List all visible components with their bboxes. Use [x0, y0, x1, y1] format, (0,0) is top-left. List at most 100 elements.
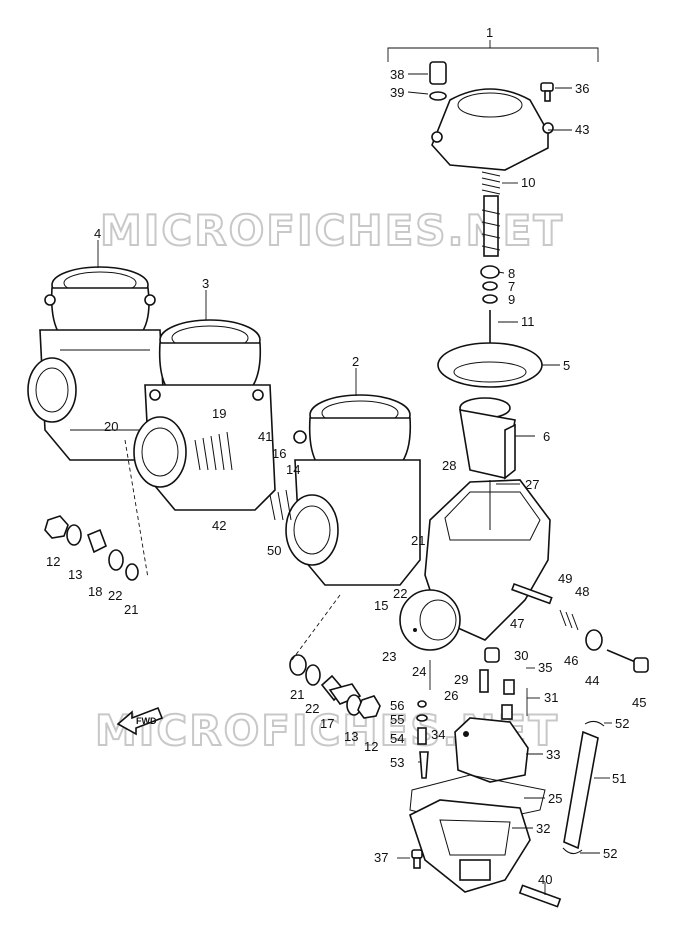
gasket-25 — [409, 774, 546, 826]
washer-22-center — [305, 664, 321, 686]
carburetor-3 — [133, 319, 276, 511]
washer-13-left — [66, 524, 82, 546]
screw-47 — [511, 582, 579, 631]
callout-26: 26 — [444, 688, 458, 703]
callout-41: 41 — [258, 429, 272, 444]
callout-3: 3 — [202, 276, 209, 291]
callout-51: 51 — [612, 771, 626, 786]
callout-13-center: 13 — [344, 729, 358, 744]
clamp-52 — [562, 720, 605, 854]
callout-36: 36 — [575, 81, 589, 96]
spring-19 — [194, 431, 233, 471]
callout-54: 54 — [390, 731, 404, 746]
nut-12-center — [357, 695, 381, 719]
callout-28: 28 — [442, 458, 456, 473]
callout-32: 32 — [536, 821, 550, 836]
callout-22-center: 22 — [305, 701, 319, 716]
fwd-arrow-icon: FWD — [116, 706, 164, 736]
callout-21-right: 21 — [411, 533, 425, 548]
float-chamber-32 — [409, 799, 531, 893]
callout-45: 45 — [632, 695, 646, 710]
callout-49: 49 — [558, 571, 572, 586]
callout-14: 14 — [286, 462, 300, 477]
callout-12-center: 12 — [364, 739, 378, 754]
callout-7: 7 — [508, 279, 515, 294]
needle-parts — [480, 265, 500, 350]
callout-11: 11 — [521, 314, 535, 329]
callout-2: 2 — [352, 354, 359, 369]
callout-9: 9 — [508, 292, 515, 307]
screw-37 — [411, 849, 423, 869]
callout-56: 56 — [390, 698, 404, 713]
callout-18: 18 — [88, 584, 102, 599]
callout-44: 44 — [585, 673, 599, 688]
callout-27: 27 — [525, 477, 539, 492]
spring-10 — [481, 171, 501, 257]
callout-31: 31 — [544, 690, 558, 705]
carburetor-4 — [27, 266, 166, 461]
callout-39: 39 — [390, 85, 404, 100]
screw-40 — [518, 884, 562, 908]
washer-22-left — [108, 549, 124, 571]
hose-51 — [563, 730, 599, 850]
callout-20: 20 — [104, 419, 118, 434]
callout-52-bottom: 52 — [603, 846, 617, 861]
callout-37: 37 — [374, 850, 388, 865]
piston-6 — [459, 397, 516, 480]
callout-25: 25 — [548, 791, 562, 806]
callout-22-left: 22 — [108, 588, 122, 603]
callout-4: 4 — [94, 226, 101, 241]
top-cover-43 — [431, 88, 554, 171]
cap-38 — [429, 61, 447, 101]
leader-lines — [97, 73, 612, 895]
callout-43: 43 — [575, 122, 589, 137]
nut-12-left — [44, 515, 69, 539]
callout-55: 55 — [390, 712, 404, 727]
callout-47: 47 — [510, 616, 524, 631]
callout-12-left: 12 — [46, 554, 60, 569]
callout-52-top: 52 — [615, 716, 629, 731]
callout-33: 33 — [546, 747, 560, 762]
callout-21-left: 21 — [124, 602, 138, 617]
jets-26-31 — [479, 647, 515, 720]
callout-1: 1 — [486, 25, 493, 40]
callout-50: 50 — [267, 543, 281, 558]
callout-24: 24 — [412, 664, 426, 679]
callout-30: 30 — [514, 648, 528, 663]
callout-15: 15 — [374, 598, 388, 613]
callout-21-center: 21 — [290, 687, 304, 702]
ring-21-center — [289, 654, 307, 676]
callout-5: 5 — [563, 358, 570, 373]
callout-13-left: 13 — [68, 567, 82, 582]
carb-body-1 — [399, 479, 551, 651]
callout-35: 35 — [538, 660, 552, 675]
ring-21-left — [125, 563, 139, 581]
carburetor-2 — [269, 394, 421, 586]
callout-40: 40 — [538, 872, 552, 887]
assembly-bracket — [387, 40, 599, 62]
callout-16: 16 — [272, 446, 286, 461]
callout-10: 10 — [521, 175, 535, 190]
diaphragm-5 — [437, 342, 543, 388]
callout-53: 53 — [390, 755, 404, 770]
callout-23: 23 — [382, 649, 396, 664]
callout-48: 48 — [575, 584, 589, 599]
needle-valve-53 — [416, 700, 429, 779]
callout-38: 38 — [390, 67, 404, 82]
screw-45 — [606, 649, 649, 673]
float-33 — [454, 717, 529, 783]
callout-19: 19 — [212, 406, 226, 421]
callout-46: 46 — [564, 653, 578, 668]
screw-36 — [540, 82, 554, 102]
callout-8: 8 — [508, 266, 515, 281]
callout-labels: 1 2 3 4 5 6 7 8 9 10 11 12 12 13 13 14 1… — [46, 25, 646, 887]
callout-17: 17 — [320, 716, 334, 731]
callout-29: 29 — [454, 672, 468, 687]
callout-42: 42 — [212, 518, 226, 533]
callout-34: 34 — [431, 727, 445, 742]
callout-6: 6 — [543, 429, 550, 444]
bracket-18 — [86, 528, 108, 554]
fwd-label: FWD — [136, 716, 157, 726]
